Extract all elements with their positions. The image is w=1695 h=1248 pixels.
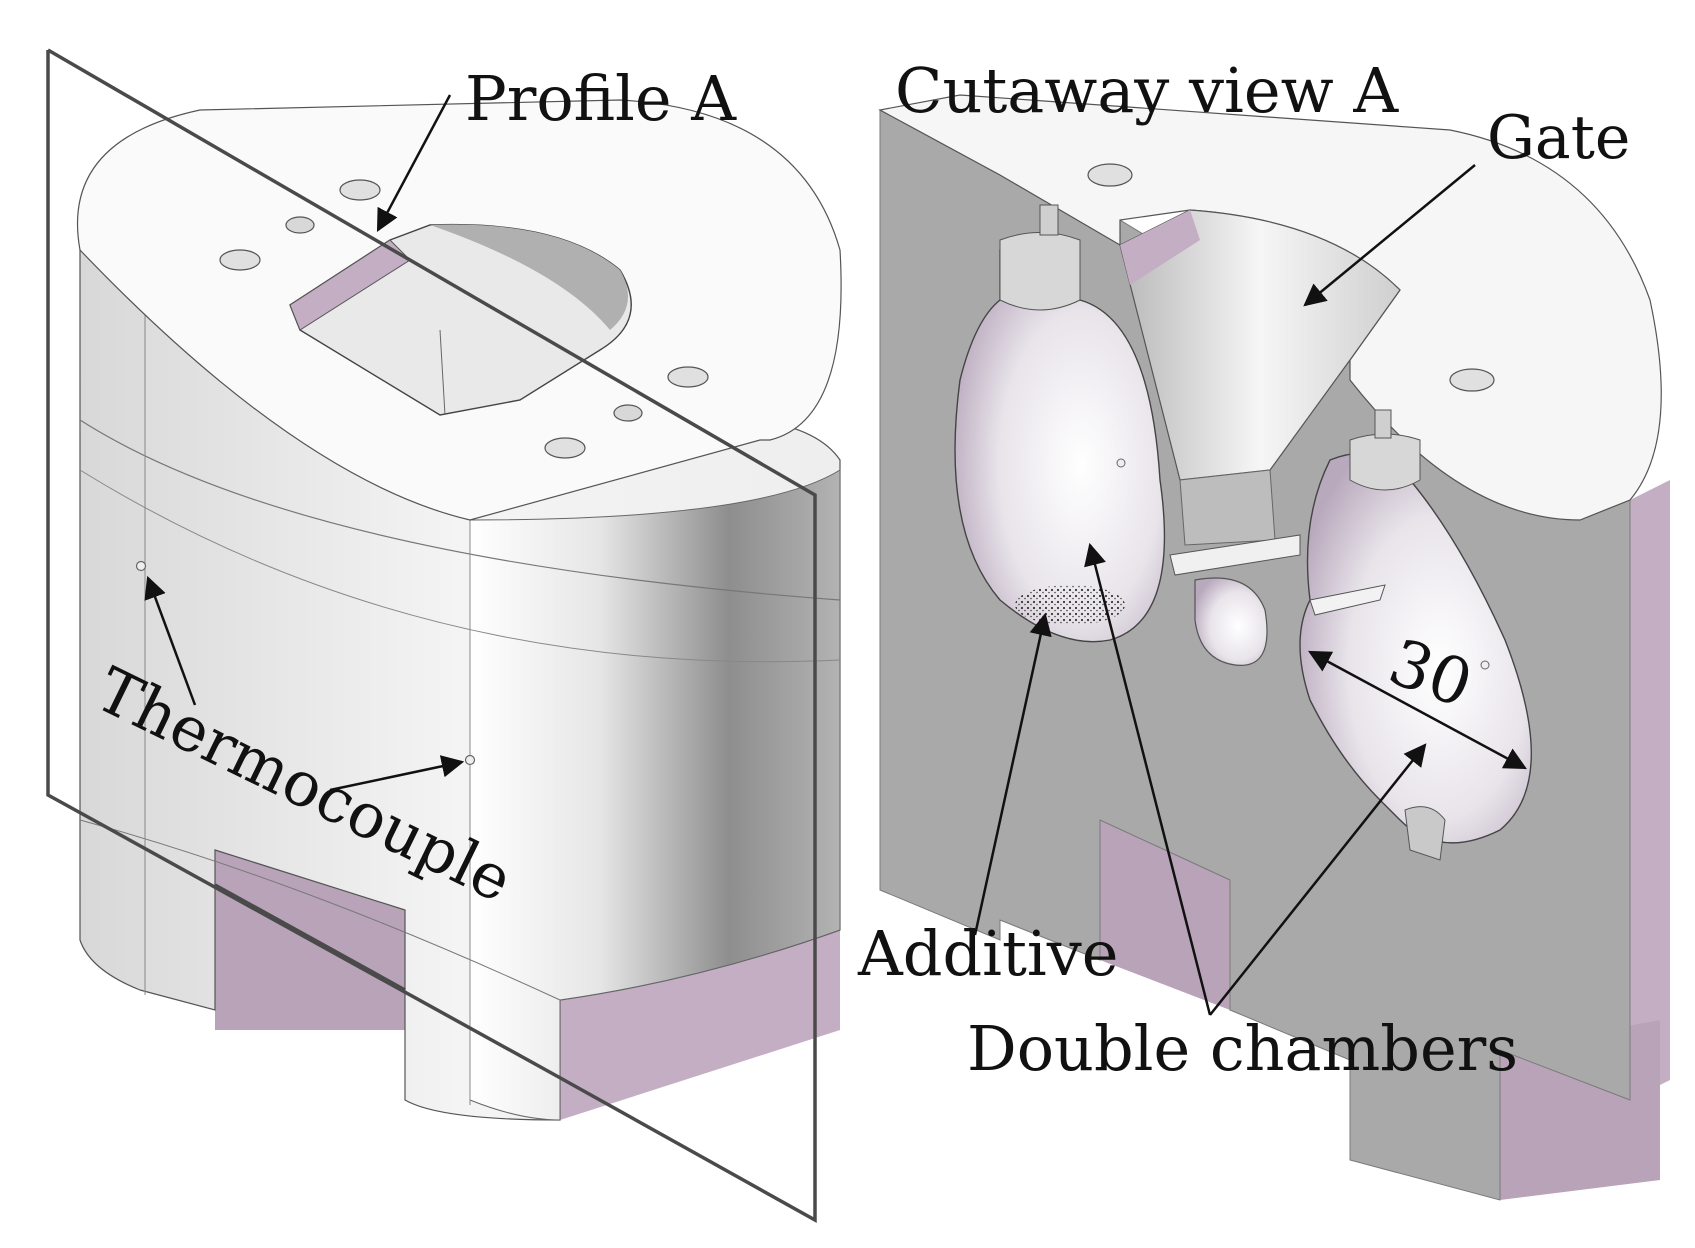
- center-chamber: [1194, 577, 1268, 666]
- left-gate-shadow: [430, 224, 628, 330]
- label-cutaway-view-a: Cutaway view A: [895, 54, 1399, 127]
- left-gate-edge: [439, 329, 446, 416]
- right-chamber-vent: [1374, 409, 1392, 439]
- right-chamber-bottom-hole: [1404, 806, 1446, 861]
- left-chamber-vent: [1039, 204, 1059, 236]
- right-chamber-thermo: [1480, 660, 1490, 670]
- additive-arrow: [973, 612, 1052, 936]
- profile-arrow: [376, 94, 452, 232]
- chambers-arrow-2: [1209, 743, 1427, 1016]
- right-chamber-riser: [1349, 433, 1421, 491]
- left-hole-5: [613, 404, 643, 422]
- left-chamber-thermo: [1116, 458, 1126, 468]
- dimension-line: [1308, 650, 1527, 770]
- left-hole-1: [339, 179, 381, 201]
- left-chamber-riser: [999, 232, 1081, 311]
- label-double-chambers: Double chambers: [967, 1012, 1518, 1085]
- gate-funnel-lilac: [1120, 210, 1200, 285]
- annotations: [144, 94, 1527, 1016]
- left-body-cylinder: [469, 469, 841, 1121]
- right-mould: [878, 94, 1670, 1201]
- gate-arrow: [1303, 164, 1476, 307]
- left-mould: [46, 48, 842, 1223]
- right-chamber-runner: [1309, 584, 1386, 616]
- left-hole-2: [285, 216, 315, 234]
- gate-stem: [1179, 469, 1276, 546]
- left-hole-4: [667, 366, 709, 388]
- left-chamber: [954, 247, 1166, 643]
- left-seam-3: [79, 819, 561, 1001]
- label-profile-a: Profile A: [465, 62, 737, 135]
- gate-funnel: [1119, 209, 1401, 481]
- left-seam-2: [79, 469, 841, 663]
- thermocouple-point-2: [464, 754, 476, 766]
- runner-channel: [1169, 534, 1301, 576]
- chambers-arrow-1: [1084, 542, 1212, 1016]
- thermocouple-arrow-2: [329, 755, 465, 792]
- right-hole-2: [1449, 368, 1495, 392]
- label-additive: Additive: [857, 917, 1118, 990]
- left-seam-1: [79, 419, 841, 601]
- right-side-lilac-1: [1630, 480, 1670, 1100]
- label-gate: Gate: [1487, 103, 1630, 173]
- thermocouple-arrow-1: [144, 575, 197, 706]
- right-hole-1: [1087, 163, 1133, 187]
- thermocouple-point-1: [135, 560, 147, 572]
- left-hole-3: [219, 249, 261, 271]
- profile-plane: [46, 48, 817, 1223]
- left-hole-6: [544, 437, 586, 459]
